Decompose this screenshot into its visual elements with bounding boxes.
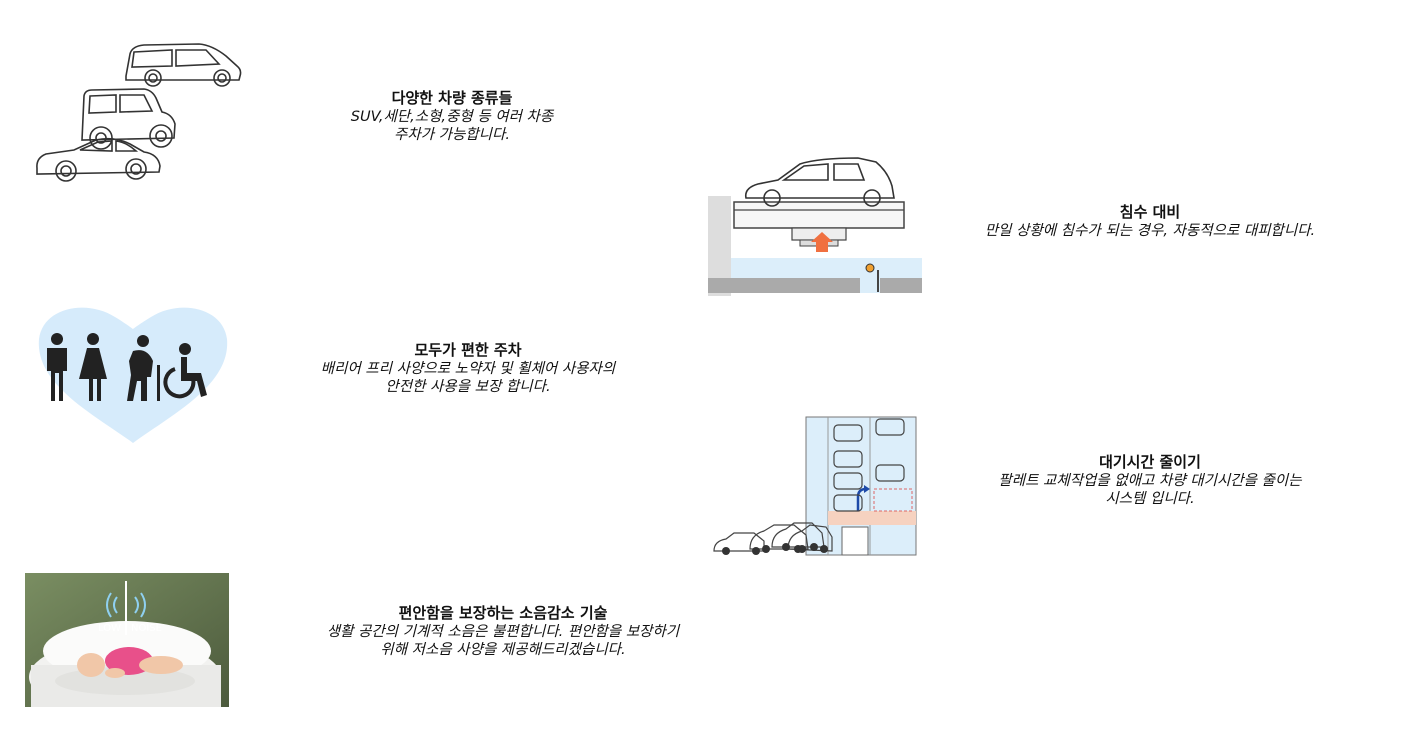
feature-description: 배리어 프리 사양으로 노약자 및 휠체어 사용자의: [320, 360, 616, 377]
feature-description: 생활 공간의 기계적 소음은 불편합니다. 편안함을 보장하기: [326, 623, 680, 640]
feature-title: 침수 대비: [1119, 203, 1181, 221]
feature-barrier-free: 모두가 편한 주차 배리어 프리 사양으로 노약자 및 휠체어 사용자의 안전한…: [268, 341, 668, 396]
feature-description: SUV,세단,소형,중형 등 여러 차종: [350, 108, 554, 125]
feature-title: 편안함을 보장하는 소음감소 기술: [398, 604, 608, 622]
feature-description: 만일 상황에 침수가 되는 경우, 자동적으로 대피합니다.: [984, 222, 1316, 239]
feature-low-noise: 편안함을 보장하는 소음감소 기술 생활 공간의 기계적 소음은 불편합니다. …: [258, 604, 748, 659]
feature-description: 시스템 입니다.: [1105, 490, 1195, 507]
accessibility-people-icon: [35, 305, 231, 445]
feature-description: 팔레트 교체작업을 없애고 차량 대기시간을 줄이는: [998, 472, 1302, 489]
car-group-icon: [34, 40, 246, 185]
feature-description: 위해 저소음 사양을 제공해드리겠습니다.: [380, 641, 626, 658]
low-noise-label-left: LOW: [98, 623, 121, 634]
feature-description: 주차가 가능합니다.: [394, 126, 510, 143]
feature-title: 다양한 차량 종류들: [391, 89, 513, 107]
low-noise-label-right: NOISE: [131, 623, 162, 634]
parking-tower-icon: [710, 415, 924, 557]
feature-wait-time: 대기시간 줄이기 팔레트 교체작업을 없애고 차량 대기시간을 줄이는 시스템 …: [935, 453, 1365, 508]
feature-description: 안전한 사용을 보장 합니다.: [385, 378, 551, 395]
sleeping-baby-photo: LOW NOISE: [25, 573, 229, 707]
feature-title: 모두가 편한 주차: [414, 341, 522, 359]
feature-title: 대기시간 줄이기: [1099, 453, 1201, 471]
feature-vehicle-types: 다양한 차량 종류들 SUV,세단,소형,중형 등 여러 차종 주차가 가능합니…: [292, 89, 612, 144]
flood-lift-icon: [708, 152, 922, 296]
feature-flood-prevention: 침수 대비 만일 상황에 침수가 되는 경우, 자동적으로 대피합니다.: [925, 203, 1375, 240]
